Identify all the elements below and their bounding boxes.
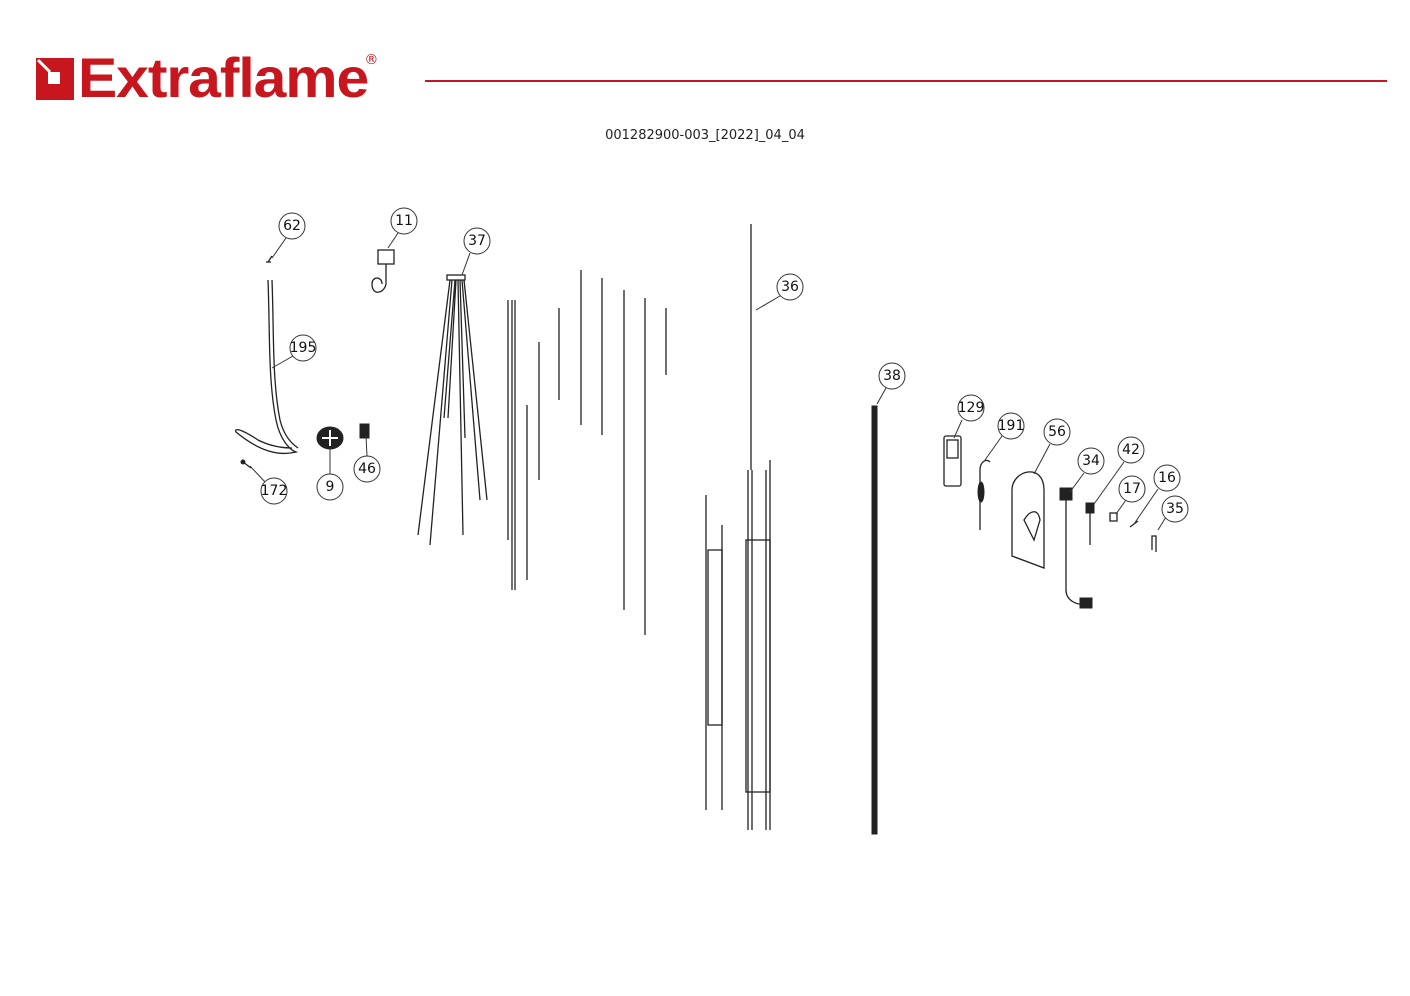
callout-36: 36 <box>776 273 804 301</box>
callout-circle <box>878 362 906 390</box>
callout-circle <box>1161 495 1189 523</box>
callout-circle <box>289 334 317 362</box>
callout-195: 195 <box>289 334 317 362</box>
part-34-power-cable <box>1059 487 1093 609</box>
callout-number: 16 <box>1158 470 1176 486</box>
part-56-cover <box>1011 471 1045 569</box>
callout-number: 56 <box>1048 424 1066 440</box>
callout-number: 195 <box>290 340 317 356</box>
callout-number: 37 <box>468 233 486 249</box>
callout-circle <box>776 273 804 301</box>
callout-circle <box>997 412 1025 440</box>
callout-circle <box>957 394 985 422</box>
callout-circle <box>1153 464 1181 492</box>
callout-number: 34 <box>1082 453 1100 469</box>
callout-42: 42 <box>1117 436 1145 464</box>
callout-11: 11 <box>390 207 418 235</box>
brand-name: Extraflame <box>78 46 369 109</box>
callout-38: 38 <box>878 362 906 390</box>
part-35-bracket <box>1151 535 1157 552</box>
callout-circle <box>390 207 418 235</box>
callout-number: 191 <box>998 418 1025 434</box>
registered-mark: ® <box>364 52 379 68</box>
callout-number: 17 <box>1123 481 1141 497</box>
callout-number: 172 <box>261 483 288 499</box>
callout-172: 172 <box>260 477 288 505</box>
callout-34: 34 <box>1077 447 1105 475</box>
part-172-pin <box>240 459 252 469</box>
callout-circle <box>1118 475 1146 503</box>
callout-46: 46 <box>353 455 381 483</box>
document-code: 001282900-003_[2022]_04_04 <box>605 128 805 143</box>
part-195-gasket <box>234 279 299 455</box>
callout-number: 129 <box>958 400 985 416</box>
part-62-screw <box>266 255 273 263</box>
callout-129: 129 <box>957 394 985 422</box>
callout-191: 191 <box>997 412 1025 440</box>
part-17-clip <box>1109 512 1118 522</box>
part-heating-element-small <box>705 495 723 810</box>
callout-circle <box>1117 436 1145 464</box>
callout-number: 38 <box>883 368 901 384</box>
part-191-probe <box>977 459 991 530</box>
callout-16: 16 <box>1153 464 1181 492</box>
callout-35: 35 <box>1161 495 1189 523</box>
part-11-motor <box>371 249 395 293</box>
callout-circle <box>278 212 306 240</box>
part-38-rod <box>871 405 878 835</box>
part-heating-element-large <box>745 460 771 830</box>
part-42-switch <box>1085 502 1095 545</box>
header-rule <box>425 80 1387 82</box>
part-wire-set-a <box>507 270 667 635</box>
callout-number: 42 <box>1122 442 1140 458</box>
callout-number: 46 <box>358 461 376 477</box>
callout-62: 62 <box>278 212 306 240</box>
callout-17: 17 <box>1118 475 1146 503</box>
callout-circle <box>463 227 491 255</box>
callout-number: 9 <box>326 479 335 495</box>
callout-9: 9 <box>316 473 344 501</box>
part-9-fan <box>316 426 344 450</box>
callout-number: 36 <box>781 279 799 295</box>
callout-circle <box>1043 418 1071 446</box>
part-46-sensor <box>359 423 370 439</box>
callout-circle <box>1077 447 1105 475</box>
callout-number: 11 <box>395 213 413 229</box>
callout-circle <box>260 477 288 505</box>
callout-number: 62 <box>283 218 301 234</box>
part-37-wiring-harness <box>417 274 488 546</box>
brand-logo: Extraflame ® <box>34 50 378 106</box>
callout-56: 56 <box>1043 418 1071 446</box>
callout-number: 35 <box>1166 501 1184 517</box>
brand-logo-mark-icon <box>36 58 74 100</box>
callout-circle <box>316 473 344 501</box>
part-129-remote <box>943 435 962 487</box>
callout-circle <box>353 455 381 483</box>
callout-37: 37 <box>463 227 491 255</box>
